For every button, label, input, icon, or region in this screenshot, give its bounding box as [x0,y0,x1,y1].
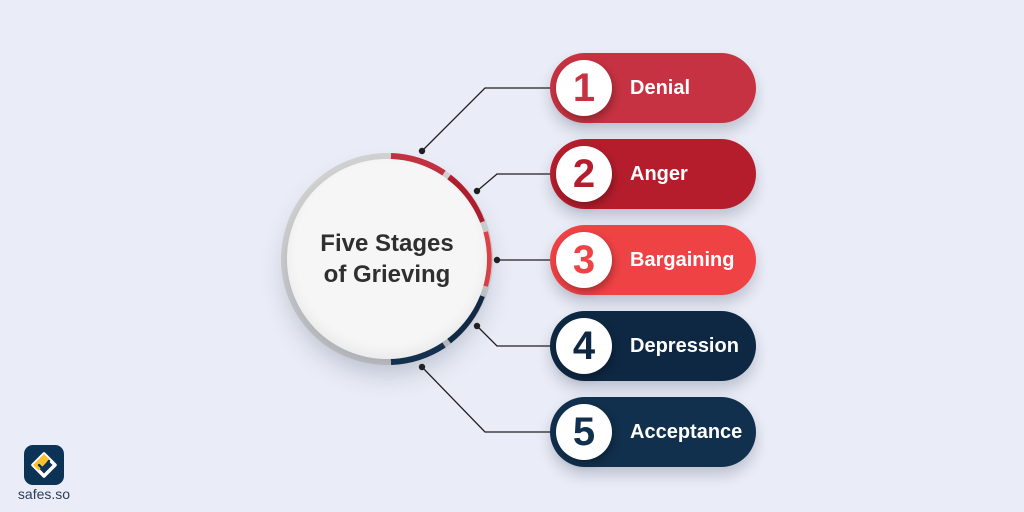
connector-line-2 [476,173,562,192]
diagram-title: Five Stages of Grieving [320,230,454,288]
center-hub: Five Stages of Grieving [287,159,487,359]
connector-line-1 [421,87,562,152]
stage-label: Depression [630,334,739,357]
hub-ring-segment-4 [447,294,485,344]
stage-pill-4: 4 Depression [550,311,756,381]
connector-dot-1a [418,147,426,155]
stage-label: Acceptance [630,420,743,443]
hub-ring-segment-2 [447,174,485,224]
safes-logo-icon [24,445,64,485]
stage-number-badge: 4 [556,318,612,374]
hub-ring-segment-5 [390,342,446,365]
stage-pill-1: 1 Denial [550,53,756,123]
stage-pill-3: 3 Bargaining [550,225,756,295]
stage-pill-5: 5 Acceptance [550,397,756,467]
connector-dot-5a [418,363,426,371]
stage-label: Bargaining [630,248,735,271]
stage-number-badge: 2 [556,146,612,202]
brand-name: safes.so [17,486,71,502]
hub-ring-segment-3 [482,231,492,287]
stage-number-badge: 5 [556,404,612,460]
connector-dot-3a [493,256,501,264]
stage-number-badge: 3 [556,232,612,288]
connector-line-5 [421,366,562,433]
stage-label: Anger [630,162,688,185]
connector-line-4 [476,325,562,347]
stage-number-badge: 1 [556,60,612,116]
connector-dot-2a [473,187,481,195]
hub-ring-segment-1 [390,153,446,176]
stage-pill-2: 2 Anger [550,139,756,209]
stage-label: Denial [630,76,691,99]
connector-dot-4a [473,322,481,330]
logo-diamond-icon [31,452,57,478]
